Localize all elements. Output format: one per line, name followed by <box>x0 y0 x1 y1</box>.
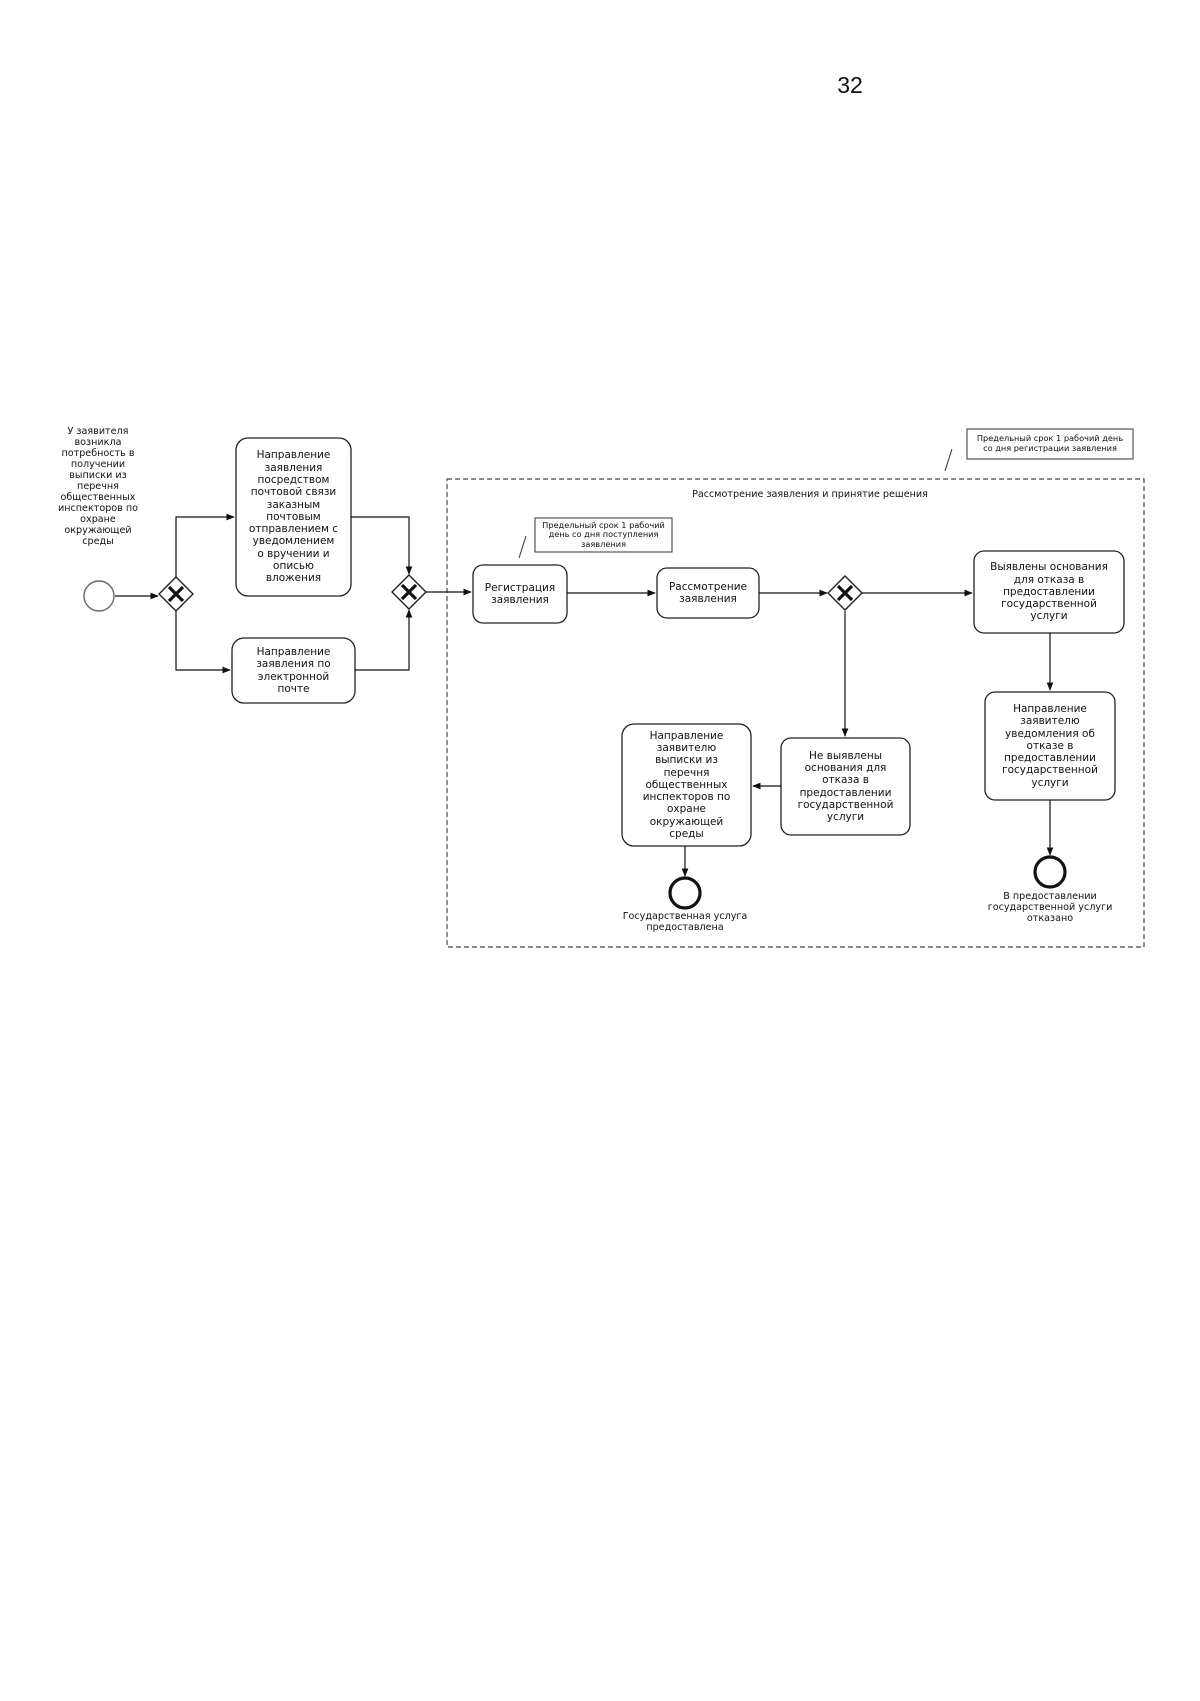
task-email: Направление заявления по электронной поч… <box>256 645 331 695</box>
task-send-extract-box <box>621 723 752 847</box>
annotation-deadline-registration: Предельный срок 1 рабочий день со дня по… <box>542 519 665 549</box>
task-grounds-found-box <box>973 550 1125 634</box>
task-review: Рассмотрение заявления <box>668 580 748 605</box>
task-post: Направление заявления посредством почтов… <box>248 449 339 585</box>
task-refusal-notice: Направление заявителю уведомления об отк… <box>1002 702 1098 789</box>
end-event-provided <box>668 876 702 910</box>
annotation-box-decision <box>966 428 1134 460</box>
flow-split-to-post <box>175 513 235 578</box>
annotation-link-decision <box>944 448 953 472</box>
page-number: 32 <box>837 72 863 98</box>
end-event-refused-label: В предоставлении государственной услуги … <box>987 891 1113 924</box>
flow-post-to-merge <box>351 516 413 575</box>
exclusive-gateway-decision <box>827 575 863 611</box>
exclusive-gateway-split <box>158 576 194 612</box>
end-event-provided-label: Государственная услуга предоставлена <box>622 911 748 933</box>
start-event <box>83 580 115 612</box>
pool-label: Рассмотрение заявления и принятие решени… <box>692 488 928 500</box>
pool-boundary <box>446 478 1145 948</box>
flow-email-to-merge <box>355 609 413 671</box>
task-registration: Регистрация заявления <box>484 581 556 606</box>
task-registration-box <box>472 564 568 624</box>
end-event-refused <box>1033 855 1067 889</box>
task-send-extract: Направление заявителю выписки из перечня… <box>642 729 731 841</box>
exclusive-gateway-merge <box>391 574 427 610</box>
annotation-box-registration <box>534 517 673 553</box>
task-grounds-found: Выявлены основания для отказа в предоста… <box>990 561 1108 623</box>
annotation-link-registration <box>518 535 527 559</box>
flow-split-to-email <box>175 611 231 674</box>
annotation-deadline-decision: Предельный срок 1 рабочий день со дня ре… <box>976 433 1124 453</box>
task-grounds-not-found: Не выявлены основания для отказа в предо… <box>797 749 894 824</box>
start-event-label: У заявителя возникла потребность в получ… <box>57 426 138 547</box>
